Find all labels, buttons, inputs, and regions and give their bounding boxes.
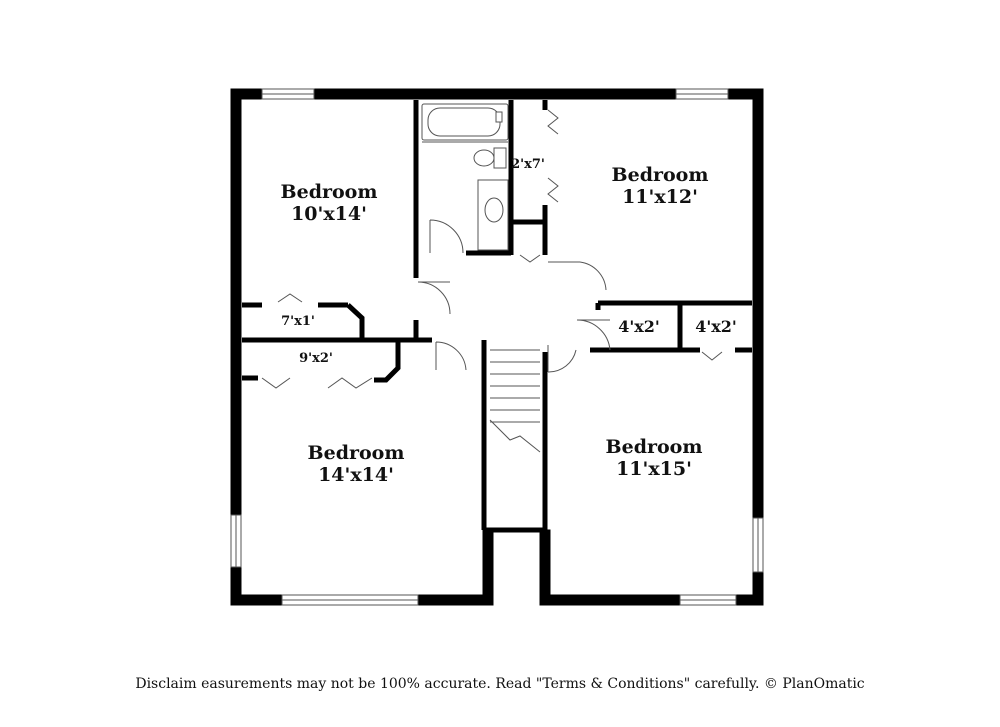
interior-walls [242,100,752,533]
windows [230,88,764,606]
doors [261,109,723,389]
room-label-bedroom-3: Bedroom 14'x14' [276,442,436,487]
room-name: Bedroom [605,436,703,458]
closet-label-7x1: 7'x1' [281,314,315,329]
disclaimer-text: Disclaim easurements may not be 100% acc… [135,676,865,692]
room-size: 11'x12' [622,185,698,208]
room-size: 10'x14' [291,202,367,225]
closet-label-9x2: 9'x2' [299,351,333,366]
room-label-bedroom-2: Bedroom 11'x12' [580,164,740,209]
room-name: Bedroom [307,442,405,464]
closet-label-4x2-left: 4'x2' [618,317,660,336]
closet-label-2x7: 2'x7' [511,157,545,172]
outer-walls [230,88,764,606]
room-size: 11'x15' [616,457,692,480]
bathroom-fixtures [421,103,509,251]
room-label-bedroom-4: Bedroom 11'x15' [574,436,734,481]
stairs [489,349,541,453]
room-label-bedroom-1: Bedroom 10'x14' [249,181,409,226]
room-size: 14'x14' [318,463,394,486]
room-name: Bedroom [280,181,378,203]
room-name: Bedroom [611,164,709,186]
closet-label-4x2-right: 4'x2' [695,317,737,336]
